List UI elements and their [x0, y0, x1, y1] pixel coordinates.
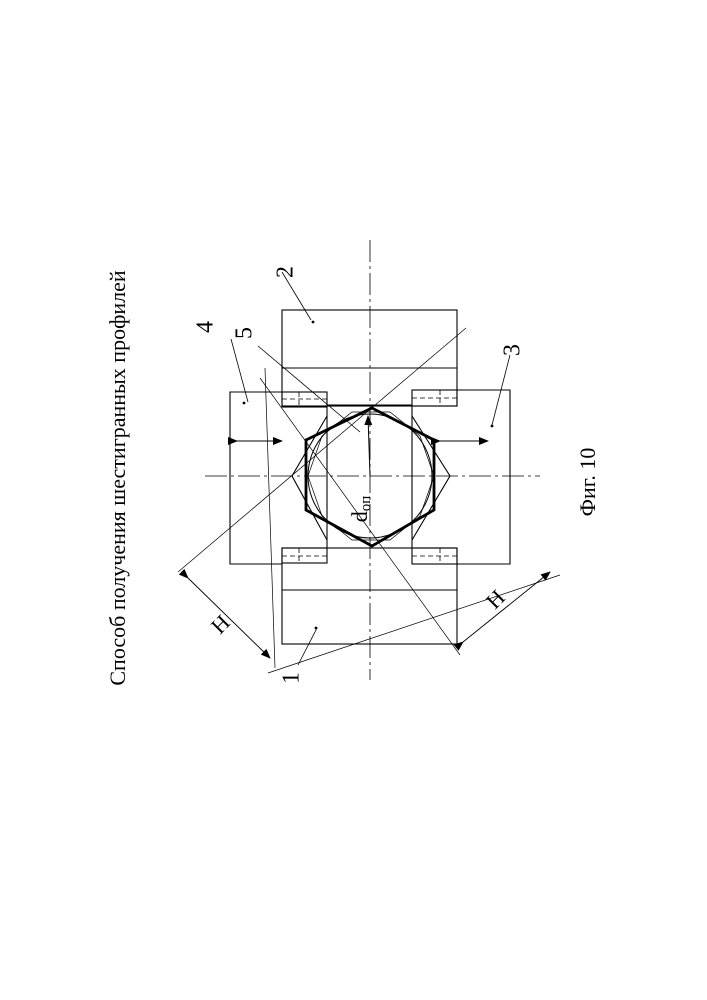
label-part-2: 2 — [273, 266, 299, 278]
label-part-1: 1 — [279, 672, 305, 684]
label-dimension-h-right: H — [481, 585, 510, 614]
center-lines — [205, 240, 540, 680]
roll-3 — [412, 390, 510, 564]
groove-profiles — [292, 405, 450, 548]
leader-dots — [243, 321, 494, 630]
roll-4 — [230, 392, 327, 564]
label-d-main: d — [347, 511, 372, 522]
roll-1 — [282, 548, 457, 644]
label-part-5: 5 — [232, 327, 258, 339]
label-d-on: dоп — [347, 496, 374, 523]
label-part-4: 4 — [193, 321, 219, 333]
label-dimension-h-left: H — [206, 610, 235, 639]
dimension-h-right — [463, 572, 550, 642]
label-part-3: 3 — [500, 344, 526, 356]
label-d-sub: оп — [358, 496, 374, 512]
dimension-h-left — [188, 578, 270, 658]
